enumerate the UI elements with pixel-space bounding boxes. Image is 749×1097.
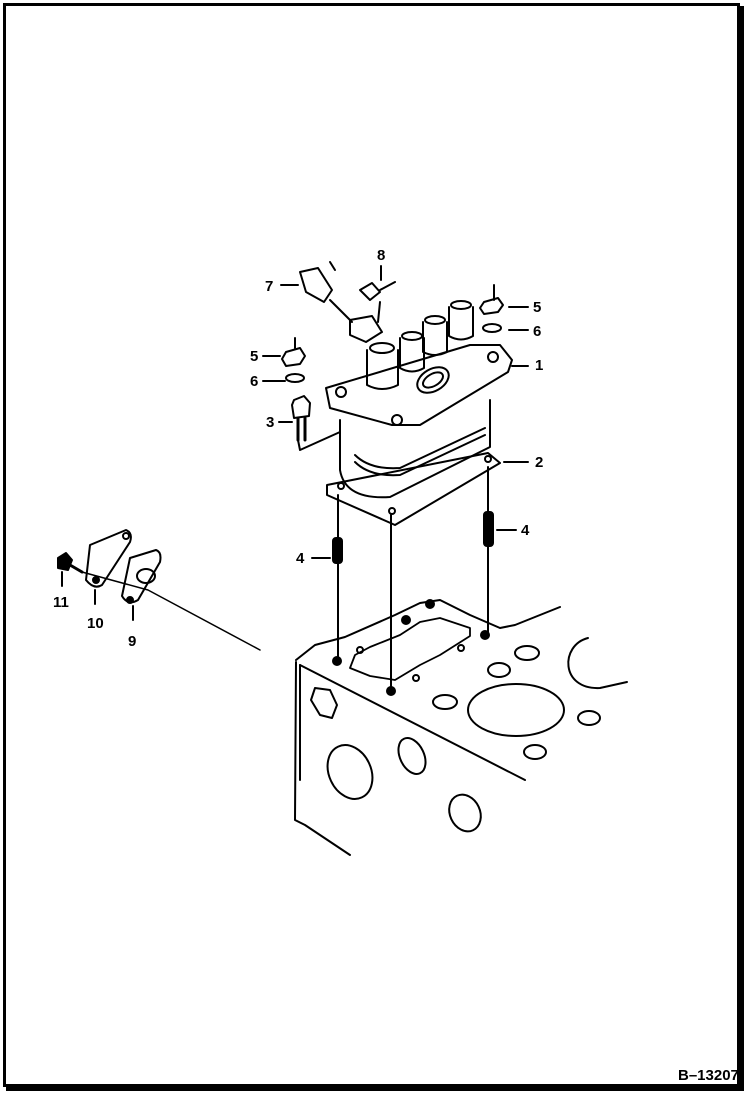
callout-7: 7 [265, 278, 274, 295]
callout-1: 1 [535, 357, 544, 374]
callout-11: 11 [53, 594, 69, 611]
leader-lines [61, 265, 529, 621]
callout-9: 9 [128, 633, 137, 650]
fittings-7-8 [299, 261, 396, 343]
nut-washer-bolt-left [281, 337, 341, 451]
callout-4-right: 4 [521, 522, 530, 539]
callout-5-left: 5 [250, 348, 259, 365]
frame-shadow-right [740, 6, 744, 1091]
frame-shadow-bottom [6, 1087, 744, 1091]
engine-block [294, 599, 628, 856]
callout-3: 3 [266, 414, 275, 431]
callout-5-right: 5 [533, 299, 542, 316]
figure-id: B–13207 [678, 1067, 739, 1084]
studs [332, 466, 494, 692]
diagram-frame [3, 3, 740, 1087]
callout-8: 8 [377, 247, 386, 264]
callout-2: 2 [535, 454, 544, 471]
callout-6-left: 6 [250, 373, 259, 390]
nut-washer-right [479, 284, 504, 333]
mounting-gasket [326, 452, 501, 526]
cover-gasket-bolt [57, 529, 261, 651]
callout-4-left: 4 [296, 550, 305, 567]
callout-10: 10 [87, 615, 104, 632]
injection-pump-body [325, 300, 513, 499]
callout-6-right: 6 [533, 323, 542, 340]
